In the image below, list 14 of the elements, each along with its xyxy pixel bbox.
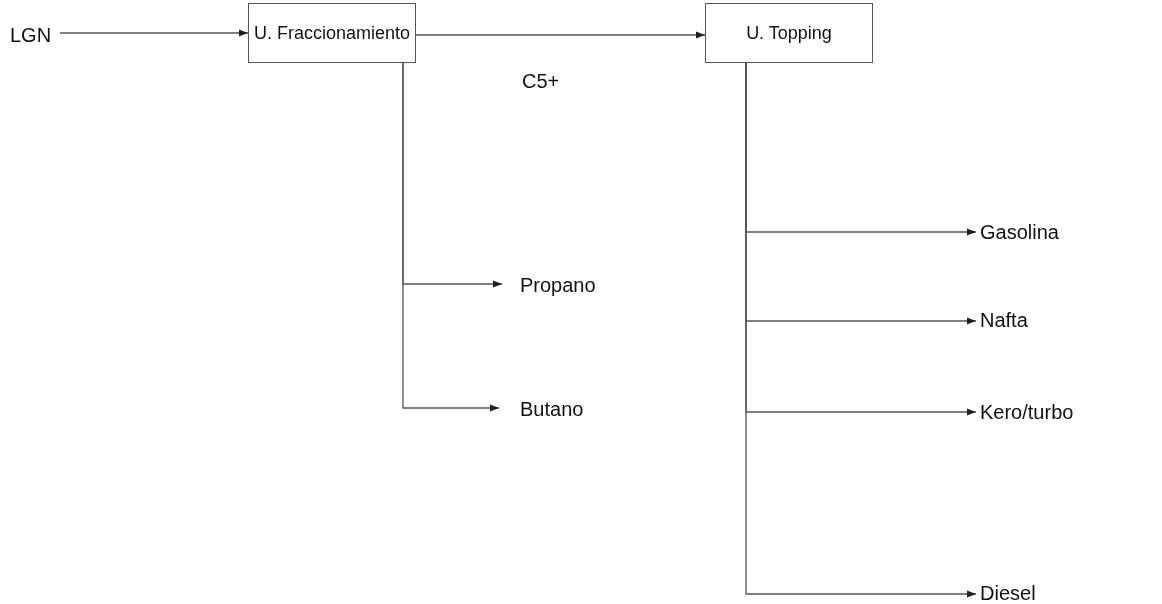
unit-label: U. Topping: [746, 22, 832, 44]
arrow: [415, 31, 706, 39]
process-box: [705, 3, 873, 63]
stream-label: LGN: [10, 23, 52, 47]
unit-label: U. Fraccionamiento: [253, 22, 411, 44]
arrow: [59, 29, 249, 37]
stream-label: Butano: [520, 397, 584, 421]
process-box: [248, 3, 416, 63]
stream-label: Propano: [520, 273, 596, 297]
arrow: [402, 62, 500, 412]
stream-label: Kero/turbo: [980, 400, 1074, 424]
stream-label: Gasolina: [980, 220, 1059, 244]
stream-label: Nafta: [980, 308, 1028, 332]
stream-label: Diesel: [980, 581, 1036, 604]
